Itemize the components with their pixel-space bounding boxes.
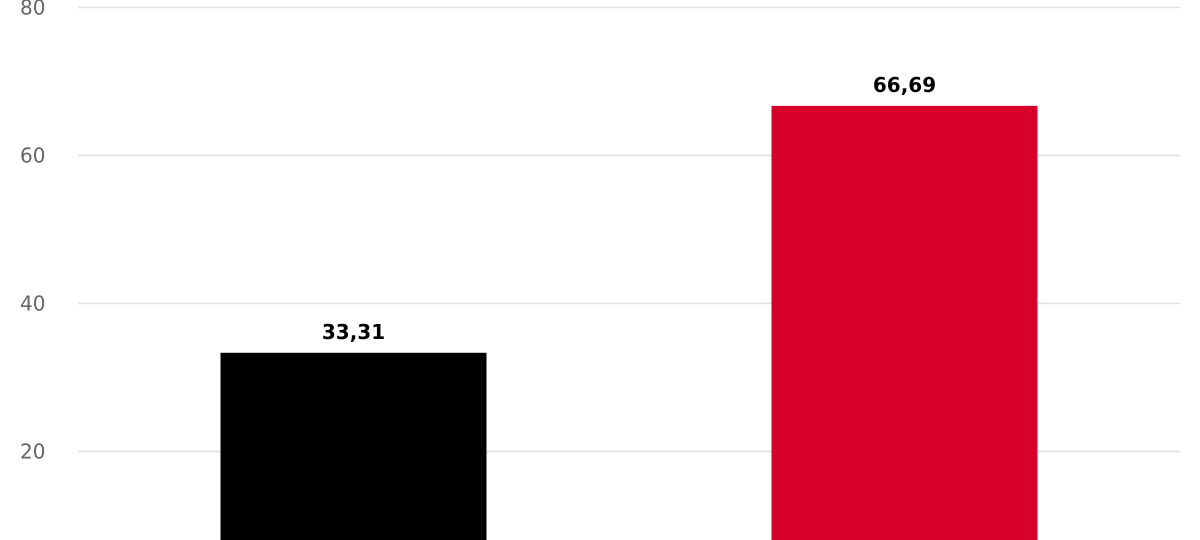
y-tick-label-40: 40 — [20, 292, 45, 316]
y-tick-label-20: 20 — [20, 440, 45, 464]
y-tick-label-60: 60 — [20, 144, 45, 168]
y-axis-tick-labels: 20 40 60 80 — [20, 0, 45, 464]
y-tick-label-80: 80 — [20, 0, 45, 20]
bar-2 — [771, 105, 1038, 540]
bar-1 — [220, 352, 487, 540]
data-label-2: 66,69 — [873, 73, 936, 97]
bars — [220, 105, 1038, 540]
data-label-1: 33,31 — [322, 320, 385, 344]
data-labels: 33,31 66,69 — [322, 73, 936, 344]
